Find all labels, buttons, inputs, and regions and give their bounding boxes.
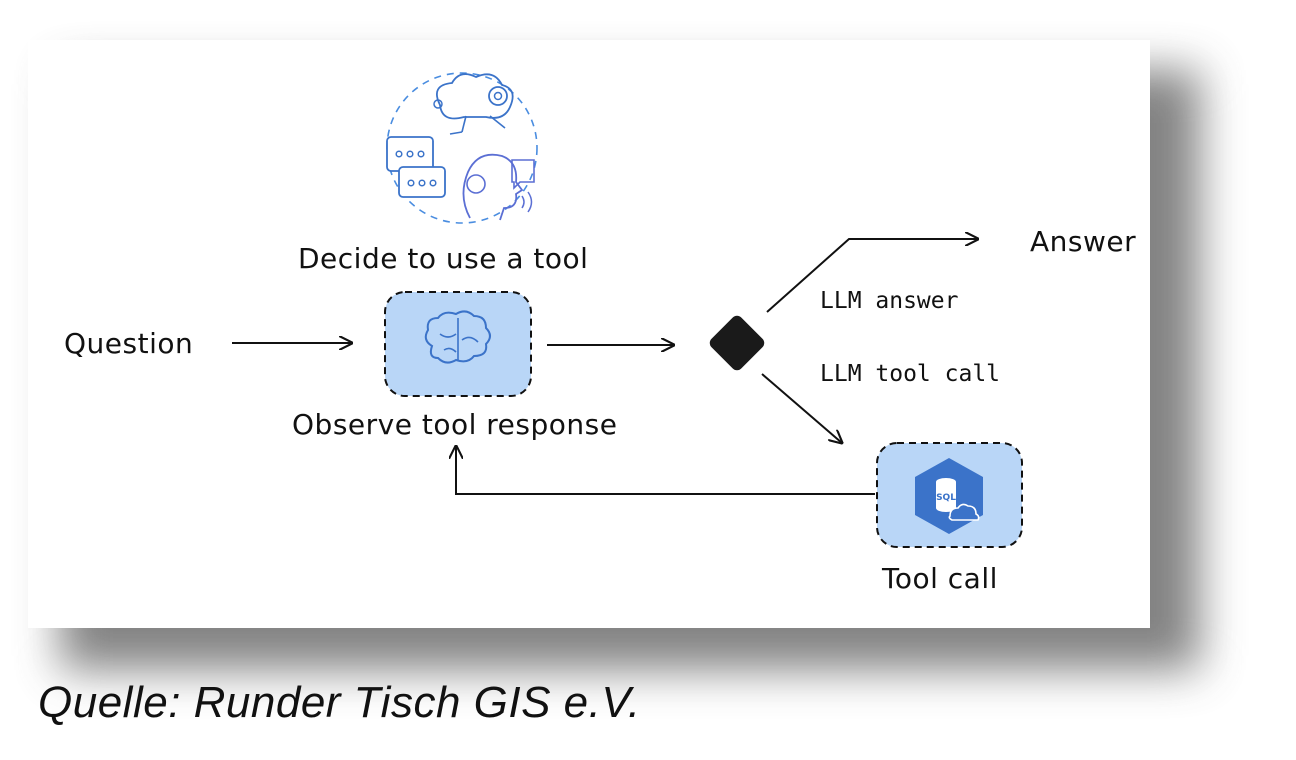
tool-node: SQL (876, 442, 1023, 548)
decide-label: Decide to use a tool (298, 242, 588, 275)
tool-call-label: Tool call (881, 562, 998, 595)
tool-call-branch-arrow (761, 373, 842, 443)
question-label: Question (64, 327, 193, 360)
ai-decision-illustration-icon (386, 72, 538, 224)
llm-answer-edge-label: LLM answer (820, 288, 958, 314)
sql-database-icon: SQL (915, 458, 983, 534)
brain-icon (424, 310, 491, 364)
decision-diamond (709, 315, 765, 371)
llm-tool-call-edge-label: LLM tool call (820, 361, 1000, 387)
answer-label: Answer (1030, 225, 1136, 258)
tool-response-feedback-arrow (456, 446, 875, 495)
observe-label: Observe tool response (292, 408, 617, 441)
answer-branch-arrow (766, 239, 978, 313)
llm-node (384, 291, 532, 397)
sql-icon-text: SQL (936, 493, 956, 503)
source-caption: Quelle: Runder Tisch GIS e.V. (38, 678, 641, 727)
